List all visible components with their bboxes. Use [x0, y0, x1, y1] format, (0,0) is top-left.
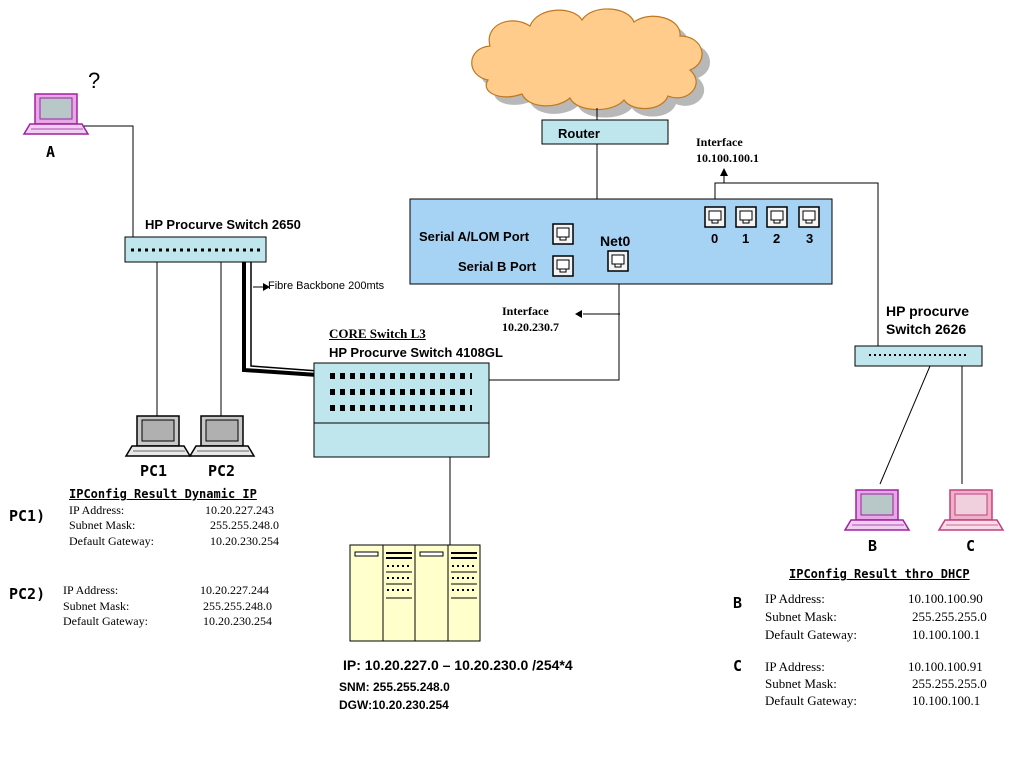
rack-snm: SNM: 255.255.248.0: [339, 680, 450, 694]
pc1-gw-value: 10.20.230.254: [210, 534, 279, 548]
pc2-mask-label: Subnet Mask:: [63, 599, 130, 613]
port-3-label: 3: [806, 231, 814, 246]
pc1-gw-label: Default Gateway:: [69, 534, 154, 548]
pc2-label: PC2: [208, 462, 236, 480]
port-0-label: 0: [711, 231, 719, 246]
pc2-tag: PC2): [9, 585, 46, 603]
ipconfig-dynamic-title: IPConfig Result Dynamic IP: [69, 487, 257, 501]
ipconfig-dhcp-title: IPConfig Result thro DHCP: [789, 567, 970, 581]
pc2-gw-value: 10.20.230.254: [203, 614, 272, 628]
pc1-tag: PC1): [9, 507, 46, 525]
port-3-icon: [798, 206, 820, 228]
internet-cloud-icon: [471, 8, 711, 118]
pc1-mask-value: 255.255.248.0: [210, 518, 279, 532]
b-tag: B: [733, 594, 743, 612]
pc2-gw-label: Default Gateway:: [63, 614, 148, 628]
serial-a-port-label: Serial A/LOM Port: [419, 229, 530, 244]
rack-ip-range: IP: 10.20.227.0 – 10.20.230.0 /254*4: [343, 657, 573, 673]
serial-b-port-icon: [552, 255, 574, 277]
port-1-icon: [735, 206, 757, 228]
serial-b-port-label: Serial B Port: [458, 259, 537, 274]
switch-2626-box: [854, 345, 983, 367]
pc2-ip-value: 10.20.227.244: [200, 583, 269, 597]
interface-mid-title: Interface: [502, 304, 549, 318]
b-gw-label: Default Gateway:: [765, 627, 858, 642]
c-mask-value: 255.255.255.0: [912, 676, 987, 691]
router-label: Router: [558, 126, 600, 141]
unknown-question-mark: ?: [88, 68, 101, 93]
core-switch-box: [313, 362, 490, 458]
net0-label: Net0: [600, 233, 631, 249]
pc1-mask-label: Subnet Mask:: [69, 518, 136, 532]
interface-top-ip: 10.100.100.1: [696, 151, 759, 165]
net0-port-icon: [607, 250, 629, 272]
core-switch-title: CORE Switch L3: [329, 326, 426, 341]
fibre-backbone-label: Fibre Backbone 200mts: [268, 280, 385, 292]
rack-dgw: DGW:10.20.230.254: [339, 698, 449, 712]
connection-lines: [80, 108, 963, 545]
c-mask-label: Subnet Mask:: [765, 676, 837, 691]
router-box: [541, 119, 669, 145]
laptop-a-label: A: [46, 143, 56, 161]
laptop-pc1-icon: [125, 415, 191, 457]
port-2-label: 2: [773, 231, 781, 246]
interface-mid-ip: 10.20.230.7: [502, 320, 559, 334]
switch-2626-label-line1: HP procurve: [886, 303, 969, 319]
laptop-b-label: B: [868, 537, 878, 555]
arrowheads: [263, 168, 728, 318]
laptop-c-icon: [938, 489, 1004, 531]
laptop-pc2-icon: [189, 415, 255, 457]
c-gw-label: Default Gateway:: [765, 693, 858, 708]
c-ip-value: 10.100.100.91: [908, 659, 983, 674]
c-tag: C: [733, 657, 743, 675]
pc1-ip-label: IP Address:: [69, 503, 125, 517]
port-0-icon: [704, 206, 726, 228]
pc2-ip-label: IP Address:: [63, 583, 119, 597]
laptop-c-label: C: [966, 537, 976, 555]
port-2-icon: [766, 206, 788, 228]
b-mask-label: Subnet Mask:: [765, 609, 837, 624]
pc1-ip-value: 10.20.227.243: [205, 503, 274, 517]
port-1-label: 1: [742, 231, 750, 246]
core-switch-model: HP Procurve Switch 4108GL: [329, 345, 503, 360]
pc1-label: PC1: [140, 462, 168, 480]
switch-2650-box: [124, 236, 267, 263]
c-ip-label: IP Address:: [765, 659, 825, 674]
b-gw-value: 10.100.100.1: [912, 627, 981, 642]
switch-2650-label: HP Procurve Switch 2650: [145, 217, 301, 232]
laptop-a-icon: [23, 93, 89, 135]
b-ip-label: IP Address:: [765, 591, 825, 606]
pc2-mask-value: 255.255.248.0: [203, 599, 272, 613]
serial-a-port-icon: [552, 223, 574, 245]
c-gw-value: 10.100.100.1: [912, 693, 981, 708]
server-rack-icon: [349, 544, 481, 642]
interface-top-title: Interface: [696, 135, 743, 149]
laptop-b-icon: [844, 489, 910, 531]
server-chassis: [409, 198, 833, 285]
b-ip-value: 10.100.100.90: [908, 591, 983, 606]
b-mask-value: 255.255.255.0: [912, 609, 987, 624]
switch-2626-label-line2: Switch 2626: [886, 321, 967, 337]
